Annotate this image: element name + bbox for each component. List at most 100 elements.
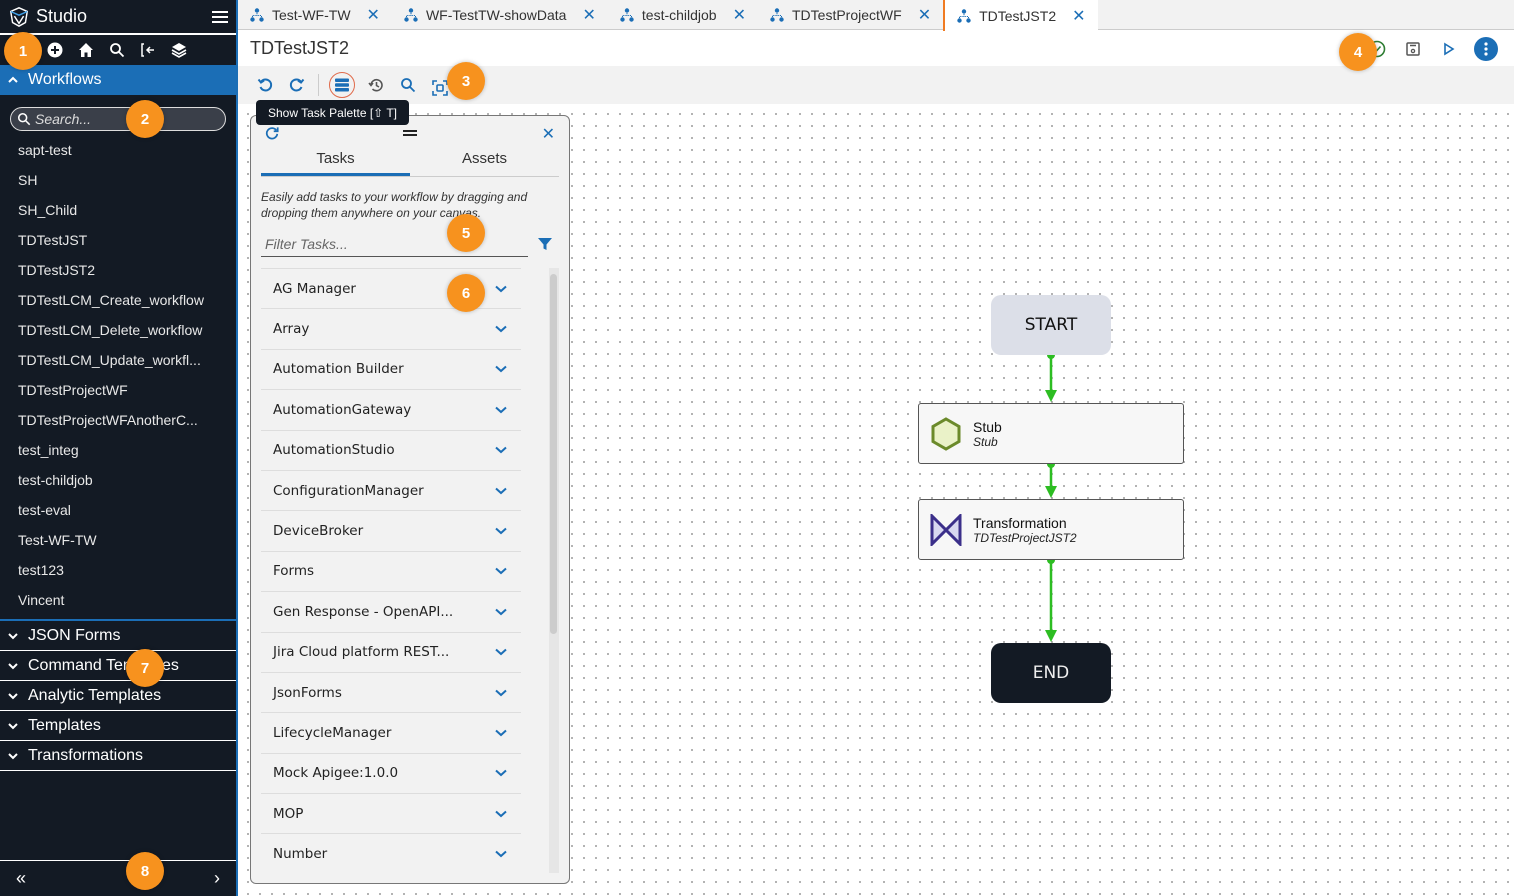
task-group-label: Number bbox=[273, 846, 328, 863]
workflow-list-item[interactable]: sapt-test bbox=[18, 142, 72, 158]
task-group-item[interactable]: JsonForms bbox=[261, 671, 521, 712]
studio-logo-icon bbox=[9, 6, 29, 27]
section-analytic-templates[interactable]: Analytic Templates bbox=[0, 681, 236, 711]
task-list-scrollbar[interactable] bbox=[549, 268, 559, 873]
workflow-list-item[interactable]: Test-WF-TW bbox=[18, 532, 97, 548]
workflow-search-input[interactable] bbox=[35, 111, 215, 127]
task-palette-toggle-icon[interactable] bbox=[329, 72, 355, 98]
tab-label: Test-WF-TW bbox=[272, 7, 351, 23]
save-icon[interactable] bbox=[1402, 38, 1424, 60]
workflow-list-item[interactable]: SH_Child bbox=[18, 202, 78, 218]
add-icon[interactable] bbox=[46, 41, 64, 59]
zoom-search-icon[interactable] bbox=[397, 74, 419, 96]
tab-tdtestprojectwf[interactable]: TDTestProjectWF✕ bbox=[758, 0, 943, 30]
workflow-search[interactable] bbox=[10, 107, 226, 131]
chevron-down-icon bbox=[8, 722, 22, 730]
start-node[interactable]: START bbox=[991, 295, 1111, 355]
tab-wf-testtw-showdata[interactable]: WF-TestTW-showData ✕ bbox=[392, 0, 608, 30]
task-group-item[interactable]: AutomationStudio bbox=[261, 429, 521, 470]
tab-tdtestjst2[interactable]: TDTestJST2✕ bbox=[943, 0, 1098, 31]
task-group-item[interactable]: ConfigurationManager bbox=[261, 469, 521, 510]
task-group-item[interactable]: DeviceBroker bbox=[261, 510, 521, 550]
task-group-item[interactable]: Automation Builder bbox=[261, 348, 521, 389]
close-palette-icon[interactable]: ✕ bbox=[541, 126, 555, 143]
history-icon[interactable] bbox=[365, 74, 387, 96]
close-tab-icon[interactable]: ✕ bbox=[1072, 7, 1086, 25]
drag-handle-icon[interactable] bbox=[403, 130, 417, 136]
task-group-item[interactable]: Jira Cloud platform REST... bbox=[261, 631, 521, 672]
tab-test-childjob[interactable]: test-childjob✕ bbox=[608, 0, 758, 30]
task-group-item[interactable]: Gen Response - OpenAPI... bbox=[261, 591, 521, 631]
collapse-sidebar-button[interactable]: « bbox=[16, 868, 27, 888]
toolbar-divider bbox=[318, 74, 319, 96]
close-tab-icon[interactable]: ✕ bbox=[366, 7, 380, 24]
task-group-item[interactable]: Mock Apigee:1.0.0 bbox=[261, 752, 521, 793]
layers-icon[interactable] bbox=[170, 41, 188, 59]
next-page-button[interactable]: › bbox=[214, 868, 220, 888]
close-tab-icon[interactable]: ✕ bbox=[582, 7, 596, 24]
workflow-list-item[interactable]: TDTestJST2 bbox=[18, 262, 96, 278]
section-json-forms[interactable]: JSON Forms bbox=[0, 621, 236, 651]
workflow-list-item[interactable]: test-childjob bbox=[18, 472, 93, 488]
workflow-list-item[interactable]: TDTestProjectWFAnotherC... bbox=[18, 412, 198, 428]
section-transformations[interactable]: Transformations bbox=[0, 741, 236, 771]
section-workflows[interactable]: Workflows bbox=[0, 65, 236, 95]
scrollbar-thumb[interactable] bbox=[550, 274, 557, 634]
filter-row bbox=[261, 231, 559, 257]
hamburger-menu-icon[interactable] bbox=[212, 10, 228, 23]
chevron-down-icon bbox=[495, 568, 507, 575]
workflow-list-item[interactable]: test123 bbox=[18, 562, 64, 578]
task-group-item[interactable]: Array bbox=[261, 308, 521, 348]
workflow-list-item[interactable]: Vincent bbox=[18, 592, 65, 608]
task-group-item[interactable]: Forms bbox=[261, 550, 521, 591]
close-tab-icon[interactable]: ✕ bbox=[917, 7, 932, 24]
run-icon[interactable] bbox=[1438, 38, 1460, 60]
task-group-item[interactable]: AG Manager bbox=[261, 268, 521, 308]
more-options-button[interactable] bbox=[1474, 36, 1498, 61]
home-icon[interactable] bbox=[77, 41, 95, 59]
search-icon[interactable] bbox=[108, 41, 126, 59]
task-node-stub[interactable]: Stub Stub bbox=[918, 403, 1184, 464]
task-palette: ✕ Tasks Assets Easily add tasks to your … bbox=[250, 115, 570, 884]
task-group-item[interactable]: Number bbox=[261, 833, 521, 873]
workflow-list-item[interactable]: SH bbox=[18, 172, 38, 188]
task-group-item[interactable]: AutomationGateway bbox=[261, 389, 521, 429]
task-group-label: AG Manager bbox=[273, 280, 356, 297]
chevron-down-icon bbox=[495, 648, 507, 656]
close-tab-icon[interactable]: ✕ bbox=[732, 7, 746, 24]
workflow-list-item[interactable]: TDTestJST bbox=[18, 232, 88, 248]
canvas-toolbar bbox=[238, 66, 1514, 104]
workflow-list-item[interactable]: TDTestProjectWF bbox=[18, 382, 128, 398]
task-group-item[interactable]: MOP bbox=[261, 793, 521, 833]
sidebar: Studio Workflows bbox=[0, 0, 238, 896]
section-label: Analytic Templates bbox=[28, 686, 162, 704]
task-group-item[interactable]: LifecycleManager bbox=[261, 712, 521, 752]
workflow-list-item[interactable]: TDTestLCM_Update_workfl... bbox=[18, 352, 201, 368]
section-templates[interactable]: Templates bbox=[0, 711, 236, 741]
task-group-label: LifecycleManager bbox=[273, 724, 392, 741]
section-command-templates[interactable]: Command Templates bbox=[0, 651, 236, 681]
tab-test-wf-tw[interactable]: Test-WF-TW ✕ bbox=[238, 0, 392, 30]
sidebar-footer: « › bbox=[0, 860, 236, 896]
task-node-transformation[interactable]: Transformation TDTestProjectJST2 bbox=[918, 499, 1184, 560]
tab-label: WF-TestTW-showData bbox=[425, 7, 567, 23]
workflow-list-item[interactable]: TDTestLCM_Delete_workflow bbox=[18, 322, 203, 338]
chevron-up-icon bbox=[8, 76, 22, 84]
end-node[interactable]: END bbox=[991, 643, 1111, 703]
tab-assets[interactable]: Assets bbox=[461, 150, 507, 167]
task-group-label: ConfigurationManager bbox=[273, 482, 424, 499]
palette-top-bar: ✕ bbox=[251, 116, 569, 143]
filter-tasks-input[interactable] bbox=[261, 231, 528, 257]
workflow-list-item[interactable]: test-eval bbox=[18, 502, 71, 518]
task-group-label: Gen Response - OpenAPI... bbox=[273, 603, 454, 620]
chevron-down-icon bbox=[495, 366, 507, 373]
filter-icon[interactable] bbox=[538, 237, 552, 251]
undo-icon[interactable] bbox=[254, 74, 276, 96]
refresh-icon[interactable] bbox=[265, 126, 279, 145]
tab-tasks[interactable]: Tasks bbox=[261, 140, 410, 176]
collapse-left-icon[interactable] bbox=[139, 41, 157, 59]
redo-icon[interactable] bbox=[286, 74, 308, 96]
workflow-list-item[interactable]: TDTestLCM_Create_workflow bbox=[18, 292, 204, 308]
task-group-label: DeviceBroker bbox=[273, 523, 364, 540]
workflow-list-item[interactable]: test_integ bbox=[18, 442, 79, 458]
